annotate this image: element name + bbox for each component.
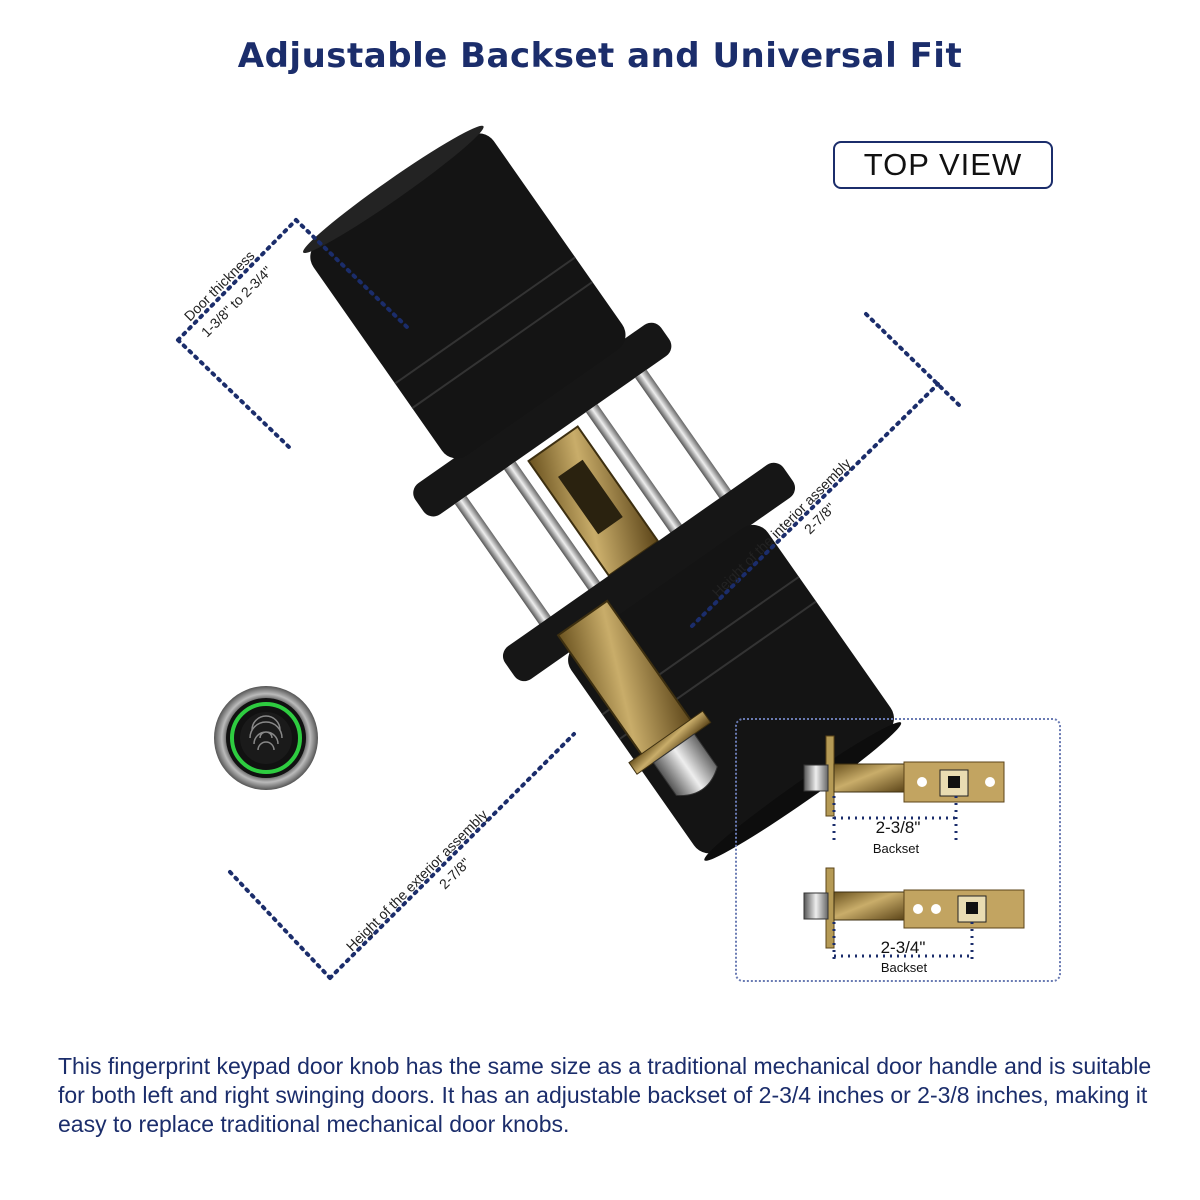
interior-flange bbox=[413, 322, 672, 517]
top-view-label: TOP VIEW bbox=[833, 141, 1053, 189]
rod-4 bbox=[635, 369, 733, 501]
lock-assembly bbox=[214, 125, 902, 861]
page-title: Adjustable Backset and Universal Fit bbox=[237, 36, 963, 76]
backset-inset bbox=[735, 718, 1061, 982]
top-view-text: TOP VIEW bbox=[863, 147, 1023, 182]
rod-1 bbox=[454, 495, 553, 627]
product-description: This fingerprint keypad door knob has th… bbox=[58, 1053, 1152, 1137]
rod-3 bbox=[585, 404, 684, 536]
interior-cylinder bbox=[310, 133, 626, 459]
exterior-height-title: Height of the exterior assembly bbox=[343, 806, 491, 954]
rod-2 bbox=[504, 461, 602, 593]
interior-height-dimension: Height of the interior assembly 2-7/8" bbox=[690, 312, 962, 628]
fingerprint-sensor-icon bbox=[214, 686, 318, 790]
latch-assembly bbox=[556, 599, 718, 796]
